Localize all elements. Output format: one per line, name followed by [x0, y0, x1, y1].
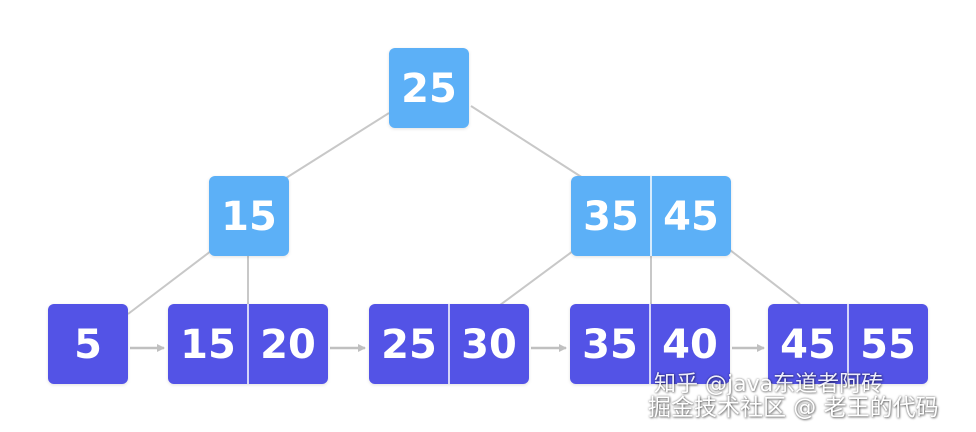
node-key: 30: [461, 322, 517, 368]
internal-node-root: 25: [389, 48, 469, 128]
node-key: 25: [381, 322, 437, 368]
internal-node-right-internal: 35 45: [571, 176, 731, 256]
node-key: 45: [780, 322, 836, 368]
watermark-juejin: 掘金技术社区 @ 老王的代码: [648, 395, 939, 421]
tree-edge-root-right-internal: [470, 105, 584, 179]
node-key: 15: [180, 322, 236, 368]
leaf-node-leaf-1: 5: [48, 304, 128, 384]
tree-edge-right-internal-leaf-5: [729, 249, 801, 305]
internal-node-box: [389, 48, 469, 128]
tree-edge-left-internal-leaf-1: [127, 250, 212, 315]
node-key: 45: [663, 194, 719, 240]
node-key: 5: [74, 322, 102, 368]
tree-edge-root-left-internal: [285, 112, 390, 179]
leaf-node-leaf-5: 45 55: [768, 304, 928, 384]
internal-node-left-internal: 15: [209, 176, 289, 256]
internal-node-box: [209, 176, 289, 256]
node-key: 15: [221, 194, 277, 240]
node-key: 20: [260, 322, 316, 368]
leaf-node-leaf-4: 35 40: [570, 304, 730, 384]
node-key: 35: [583, 194, 639, 240]
node-key: 40: [662, 322, 718, 368]
leaf-node-box: [48, 304, 128, 384]
node-key: 25: [401, 66, 457, 112]
tree-edge-right-internal-leaf-3: [499, 250, 574, 306]
watermark-zhihu: 知乎 @java东道者阿砖: [654, 372, 884, 397]
node-key: 35: [582, 322, 638, 368]
leaf-node-leaf-3: 25 30: [369, 304, 529, 384]
node-key: 55: [860, 322, 916, 368]
